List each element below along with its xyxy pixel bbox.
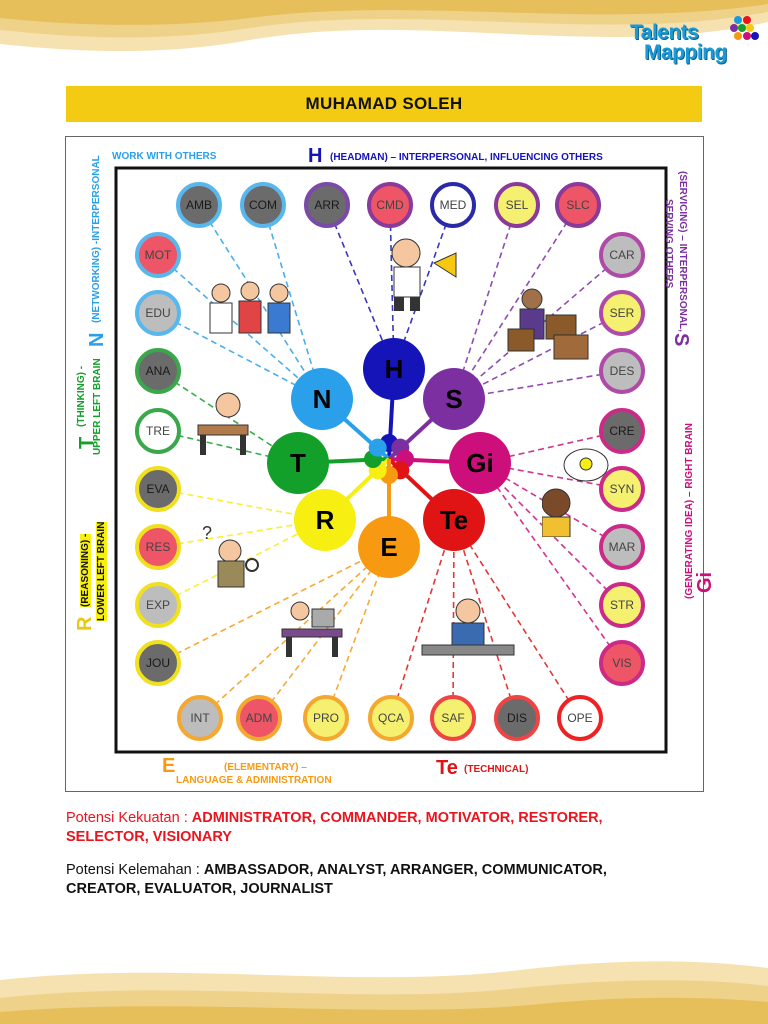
talent-circle-str: STR (599, 582, 645, 628)
office-worker-desk-illustration (281, 601, 343, 657)
footer-wave-decoration (0, 961, 768, 1024)
connector-sel (453, 204, 518, 400)
talent-circle-res: RES (135, 524, 181, 570)
logo-text-line2: Mapping (644, 41, 727, 64)
kekuatan-label: Potensi Kekuatan : (66, 810, 192, 826)
connector-vis (479, 462, 623, 664)
talent-circle-sel: SEL (494, 182, 540, 228)
talent-circle-com: COM (240, 182, 286, 228)
center-circle-h: H (363, 338, 425, 400)
connector-adm (258, 546, 390, 719)
talent-circle-exp: EXP (135, 582, 181, 628)
center-circle-s: S (423, 368, 485, 430)
talent-circle-jou: JOU (135, 640, 181, 686)
talent-circle-mot: MOT (135, 232, 181, 278)
e-description-2: LANGUAGE & ADMINISTRATION (176, 775, 332, 786)
talent-circle-syn: SYN (599, 466, 645, 512)
t-description-1: (THINKING) - (76, 365, 87, 427)
potensi-kelemahan: Potensi Kelemahan : AMBASSADOR, ANALYST,… (66, 861, 686, 899)
connector-ope (453, 519, 581, 719)
header-wave-decoration (0, 0, 768, 52)
connector-ser (453, 312, 623, 400)
te-letter: Te (436, 757, 458, 779)
connector-com (262, 204, 323, 400)
talent-circle-arr: ARR (304, 182, 350, 228)
talent-circle-des: DES (599, 348, 645, 394)
kekuatan-value-line1: ADMINISTRATOR, COMMANDER, MOTIVATOR, RES… (191, 810, 603, 826)
talent-circle-ana: ANA (135, 348, 181, 394)
connector-qca (390, 519, 455, 719)
e-letter: E (162, 755, 176, 777)
talents-mapping-diagram: WORK WITH OTHERS H (HEADMAN) – INTERPERS… (65, 136, 716, 792)
n-letter: N (86, 332, 108, 347)
detective-reasoning-illustration: ? (202, 523, 259, 588)
center-circle-t: T (267, 432, 329, 494)
talent-circle-qca: QCA (368, 695, 414, 741)
talent-circle-adm: ADM (236, 695, 282, 741)
center-circle-e: E (358, 516, 420, 578)
talent-circle-med: MED (430, 182, 476, 228)
e-description-1: (ELEMENTARY) – (224, 762, 307, 773)
thinking-student-illustration (197, 392, 249, 455)
connector-jou (157, 546, 390, 664)
center-circle-te: Te (423, 489, 485, 551)
talent-circle-pro: PRO (303, 695, 349, 741)
talent-circle-saf: SAF (430, 695, 476, 741)
person-name-banner: MUHAMAD SOLEH (66, 86, 702, 122)
talent-circle-mar: MAR (599, 524, 645, 570)
idea-lightbulb-man-illustration (542, 448, 609, 537)
talent-circle-car: CAR (599, 232, 645, 278)
r-description-2: LOWER LEFT BRAIN (96, 521, 107, 621)
talent-circle-cre: CRE (599, 408, 645, 454)
s-description-2: SERVING OTHERS (663, 199, 674, 289)
talents-mapping-logo: Talents Mapping (630, 14, 760, 70)
t-description-2: UPPER LEFT BRAIN (92, 358, 103, 455)
talent-circle-slc: SLC (555, 182, 601, 228)
connector-cmd (389, 204, 395, 370)
talent-circle-eva: EVA (135, 466, 181, 512)
connector-slc (453, 204, 579, 400)
svg-text:?: ? (202, 523, 212, 543)
logo-text-line1: Talents (630, 21, 699, 44)
s-description-1: (SERVICING) – INTERPERSONAL, (677, 171, 688, 332)
kekuatan-value-line2: SELECTOR, VISIONARY (66, 829, 232, 845)
people-networking-illustration (209, 281, 291, 334)
n-description: (NETWORKING) -INTERPERSONAL (91, 155, 102, 323)
connector-tre (157, 430, 299, 464)
talent-circle-ope: OPE (557, 695, 603, 741)
talent-circle-int: INT (177, 695, 223, 741)
talent-circle-ser: SER (599, 290, 645, 336)
kelemahan-value-line2: CREATOR, EVALUATOR, JOURNALIST (66, 881, 333, 897)
talent-circle-amb: AMB (176, 182, 222, 228)
connector-dis (453, 519, 518, 719)
work-with-others-label: WORK WITH OTHERS (112, 151, 217, 162)
talent-circle-cmd: CMD (367, 182, 413, 228)
headman-megaphone-illustration (391, 238, 457, 311)
hexagon-cluster-icon (730, 16, 759, 40)
talent-circle-dis: DIS (494, 695, 540, 741)
connector-int (199, 546, 390, 719)
gi-letter: Gi (694, 571, 716, 593)
r-letter: R (74, 616, 96, 631)
te-description: (TECHNICAL) (464, 764, 529, 775)
technician-repair-illustration (421, 598, 515, 656)
connector-saf (452, 519, 455, 719)
talent-circle-edu: EDU (135, 290, 181, 336)
gi-description: (GENERATING IDEA) – RIGHT BRAIN (684, 423, 695, 599)
center-circle-gi: Gi (449, 432, 511, 494)
talent-circle-vis: VIS (599, 640, 645, 686)
hub-hexagon (368, 438, 387, 457)
r-description-1: (REASONING) - (80, 533, 91, 607)
kelemahan-value-line1: AMBASSADOR, ANALYST, ARRANGER, COMMUNICA… (203, 862, 607, 878)
center-circle-n: N (291, 368, 353, 430)
center-circle-r: R (294, 489, 356, 551)
servant-luggage-illustration (507, 288, 589, 360)
kelemahan-label: Potensi Kelemahan : (66, 862, 204, 878)
talent-circle-tre: TRE (135, 408, 181, 454)
h-letter: H (308, 145, 323, 167)
s-letter: S (670, 333, 692, 347)
h-description: (HEADMAN) – INTERPERSONAL, INFLUENCING O… (330, 152, 603, 163)
potensi-kekuatan: Potensi Kekuatan : ADMINISTRATOR, COMMAN… (66, 809, 686, 847)
connector-mot (157, 254, 323, 400)
